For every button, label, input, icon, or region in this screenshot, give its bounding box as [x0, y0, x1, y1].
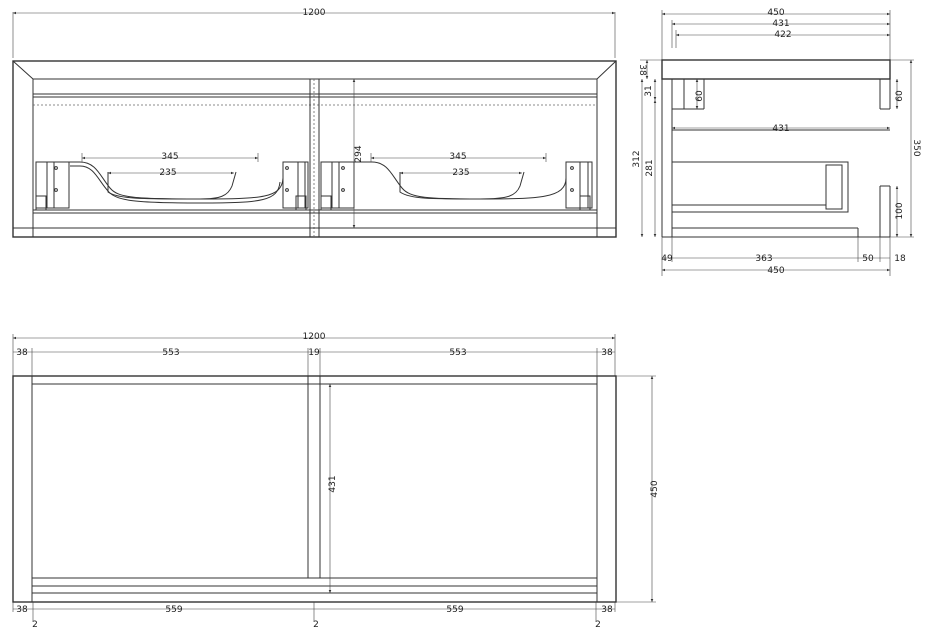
plan-side-right-label: 38 [601, 348, 613, 358]
plan-width-label: 1200 [303, 332, 326, 342]
plan-gap1-label: 2 [32, 620, 38, 629]
left-handle-outer-label: 345 [161, 152, 178, 162]
side-plinth-height-label: 100 [895, 202, 905, 219]
plan-side-left-label: 38 [16, 348, 28, 358]
plan-bottom-bay-left-label: 559 [165, 605, 182, 615]
left-drawer-detail: 345 235 [35, 152, 309, 211]
plan-view: 1200 38 553 19 553 38 431 450 [12, 332, 660, 629]
side-overall-height-label: 350 [911, 139, 921, 156]
plan-inner-depth-label: 431 [328, 475, 338, 492]
plan-bay-right-label: 553 [449, 348, 466, 358]
side-depth-inner2-label: 422 [774, 30, 791, 40]
plan-gap2-label: 2 [313, 620, 319, 629]
side-top-thickness-label: 38 [637, 64, 647, 76]
side-depth-bottom-label: 450 [767, 266, 784, 276]
plan-depth-label: 450 [650, 480, 660, 497]
side-bottom-gap-label: 50 [862, 254, 874, 264]
left-handle-inner-label: 235 [159, 168, 176, 178]
side-small-gap-label: 31 [644, 85, 654, 96]
side-bottom-mid-label: 363 [755, 254, 772, 264]
side-depth-top-label: 450 [767, 8, 784, 18]
right-drawer-detail: 345 235 [320, 152, 593, 211]
side-drawer-front-label: 60 [695, 90, 705, 102]
plan-bay-left-label: 553 [162, 348, 179, 358]
side-inner-height2-label: 281 [645, 159, 655, 176]
front-height-label: 294 [354, 145, 364, 162]
right-handle-outer-label: 345 [449, 152, 466, 162]
side-right-upper-label: 60 [895, 90, 905, 102]
front-view: 1200 [12, 8, 617, 238]
side-view: 450 431 422 38 31 60 [632, 8, 921, 276]
plan-bottom-bay-right-label: 559 [446, 605, 463, 615]
side-depth-inner1-label: 431 [772, 19, 789, 29]
side-shelf-depth-label: 431 [772, 124, 789, 134]
plan-bottom-right-label: 38 [601, 605, 613, 615]
right-handle-inner-label: 235 [452, 168, 469, 178]
plan-divider-label: 19 [308, 348, 320, 358]
plan-gap3-label: 2 [595, 620, 601, 629]
side-bottom-left-label: 49 [661, 254, 673, 264]
plan-bottom-left-label: 38 [16, 605, 28, 615]
front-width-label: 1200 [303, 8, 326, 18]
side-inner-height1-label: 312 [632, 150, 642, 167]
side-bottom-right-label: 18 [894, 254, 906, 264]
